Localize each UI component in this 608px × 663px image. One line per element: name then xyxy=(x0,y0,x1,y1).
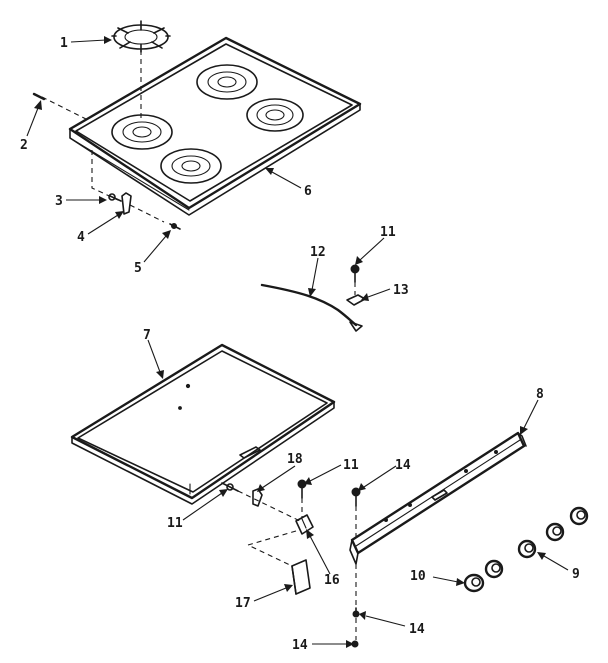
callout-18: 18 xyxy=(287,452,303,467)
burner-opening-front-right xyxy=(160,148,222,184)
callout-2: 2 xyxy=(20,138,28,153)
knob-2 xyxy=(484,559,504,579)
bracket-part-16 xyxy=(295,514,314,535)
screw-part-11-lower-mid xyxy=(297,479,307,499)
callout-9: 9 xyxy=(572,567,580,582)
burner-opening-rear-left xyxy=(196,64,258,100)
knob-4 xyxy=(545,522,565,542)
leader-lines xyxy=(26,36,569,648)
callout-4: 4 xyxy=(77,230,85,245)
screw-part-2 xyxy=(32,92,46,101)
burner-grate xyxy=(111,20,171,53)
callout-7: 7 xyxy=(143,328,151,343)
control-panel xyxy=(349,431,527,565)
callout-14-mid: 14 xyxy=(409,622,425,637)
callout-12: 12 xyxy=(310,245,326,260)
knob-5 xyxy=(569,506,589,526)
callout-6: 6 xyxy=(304,184,312,199)
callout-13: 13 xyxy=(393,283,409,298)
bracket-part-4 xyxy=(121,192,132,215)
screw-part-11-lower-left xyxy=(221,482,239,492)
knob-3 xyxy=(517,539,537,559)
block-part-17 xyxy=(291,559,311,595)
callout-11-left: 11 xyxy=(167,516,183,531)
cooktop xyxy=(68,36,362,216)
screw-part-5 xyxy=(169,223,181,230)
main-top-panel xyxy=(70,343,336,505)
callout-16: 16 xyxy=(324,573,340,588)
clip-part-18 xyxy=(252,488,263,507)
callout-17: 17 xyxy=(235,596,251,611)
screw-part-14-mid xyxy=(352,607,360,618)
callout-10: 10 xyxy=(410,569,426,584)
screw-part-11-upper xyxy=(350,264,360,283)
callout-11-mid: 11 xyxy=(343,458,359,473)
burner-rod xyxy=(260,283,363,332)
callout-11-top: 11 xyxy=(380,225,396,240)
callout-14-bottom: 14 xyxy=(292,638,308,653)
burner-opening-front-left xyxy=(111,114,173,150)
callout-1: 1 xyxy=(60,36,68,51)
knob-1 xyxy=(463,573,485,593)
callout-14-top: 14 xyxy=(395,458,411,473)
screw-part-14-upper xyxy=(351,487,361,507)
callout-8: 8 xyxy=(536,387,544,402)
burner-opening-rear-right xyxy=(246,98,304,132)
callout-5: 5 xyxy=(134,261,142,276)
callout-labels: 1 2 3 4 5 6 11 12 13 7 8 18 11 14 11 16 … xyxy=(20,36,580,653)
callout-3: 3 xyxy=(55,194,63,209)
screw-part-3 xyxy=(108,193,122,202)
